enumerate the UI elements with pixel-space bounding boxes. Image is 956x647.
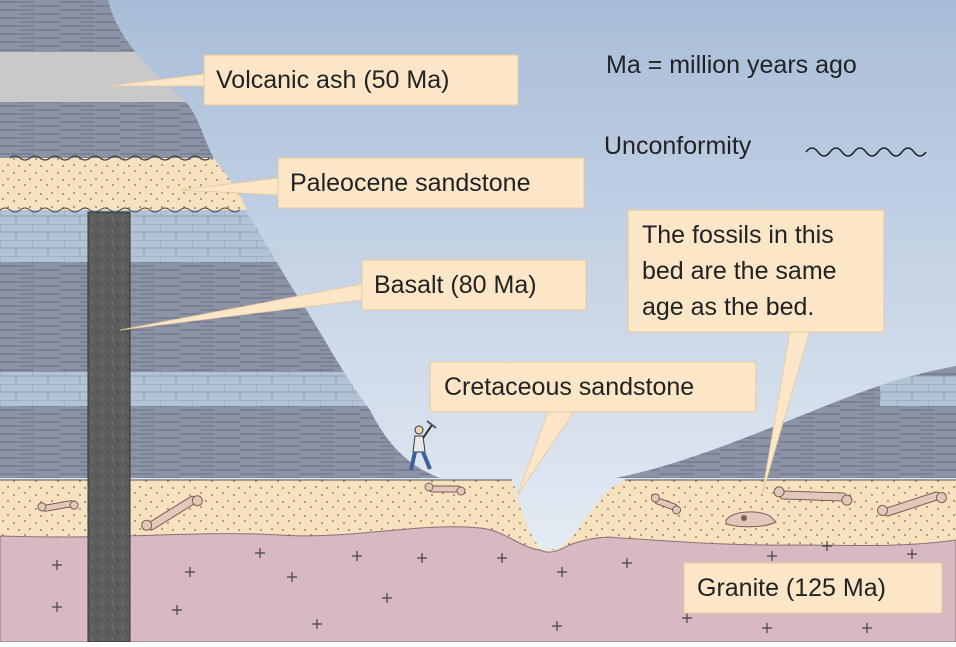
legend-unconformity-label: Unconformity xyxy=(604,132,752,160)
svg-text:The fossils in this: The fossils in this xyxy=(642,221,834,249)
svg-text:Cretaceous sandstone: Cretaceous sandstone xyxy=(444,373,694,401)
svg-text:Volcanic ash (50 Ma): Volcanic ash (50 Ma) xyxy=(216,66,449,94)
legend-ma-definition: Ma = million years ago xyxy=(606,51,857,79)
svg-text:Paleocene sandstone: Paleocene sandstone xyxy=(290,169,530,197)
basalt-dike xyxy=(88,212,130,642)
label-granite: Granite (125 Ma) xyxy=(684,563,942,613)
svg-text:bed are the same: bed are the same xyxy=(642,257,837,285)
svg-text:Basalt (80 Ma): Basalt (80 Ma) xyxy=(374,271,537,299)
svg-text:age as the bed.: age as the bed. xyxy=(642,293,814,321)
svg-text:Granite (125 Ma): Granite (125 Ma) xyxy=(697,574,886,602)
